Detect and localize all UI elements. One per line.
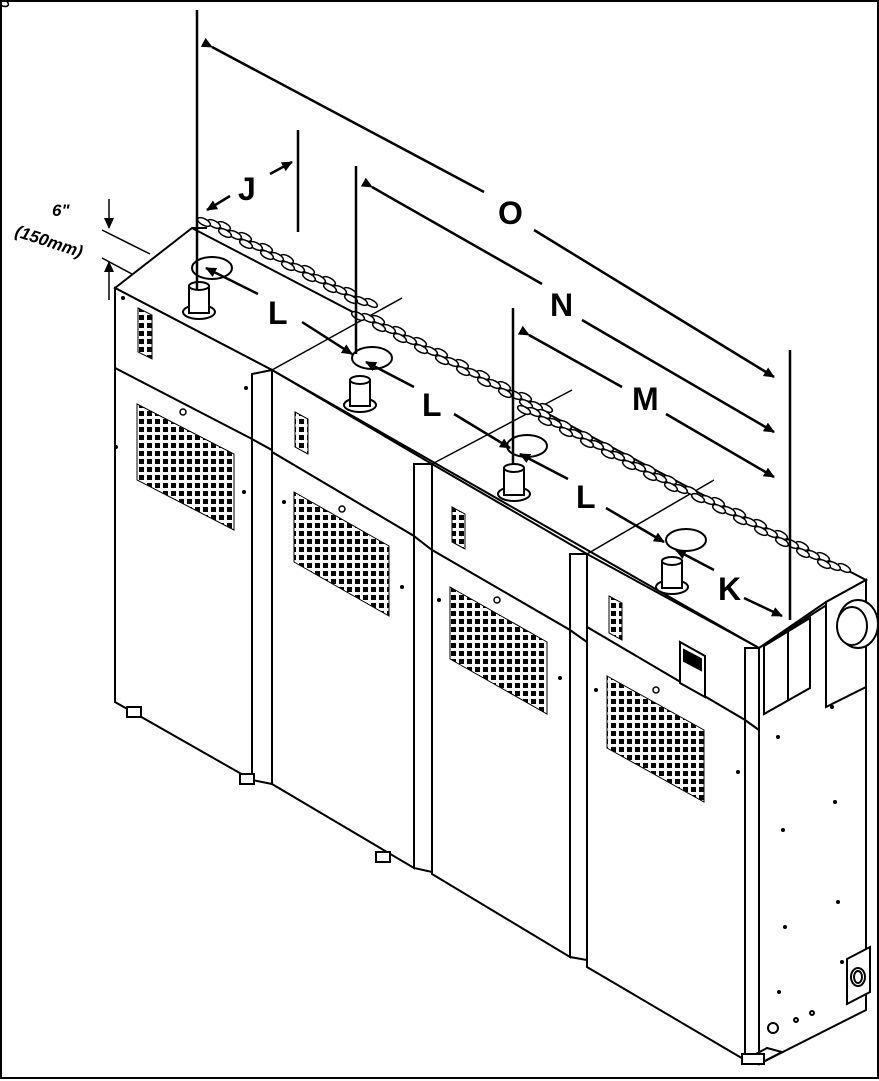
vent-slot <box>516 404 532 416</box>
flue-outlet-3 <box>497 434 548 502</box>
label-J: J <box>238 171 256 207</box>
vent-slot <box>413 343 429 355</box>
module-2-louvers <box>293 411 390 617</box>
flue-outlet-2 <box>343 346 393 413</box>
top-vent-slots <box>2 2 10 8</box>
vent-slot <box>301 271 317 283</box>
vent-slot <box>455 365 471 377</box>
vent-slot <box>217 227 233 239</box>
module-4-louvers <box>606 595 705 803</box>
label-L-2: L <box>422 387 442 423</box>
label-O: O <box>498 195 523 231</box>
vent-slot <box>238 238 254 250</box>
label-N: N <box>550 287 573 323</box>
flue-outlet-4 <box>655 528 707 595</box>
vent-slot <box>371 321 387 333</box>
vent-slot <box>558 426 574 438</box>
label-M: M <box>632 381 659 417</box>
vent-slot <box>259 249 275 261</box>
vent-slot <box>392 332 408 344</box>
vent-slot <box>774 536 790 548</box>
vent-slot <box>537 415 553 427</box>
module-3-louvers <box>449 506 548 715</box>
vent-slot <box>732 514 748 526</box>
side-panel-fasteners <box>114 296 844 994</box>
label-L-1: L <box>268 295 288 331</box>
vent-slot <box>322 282 338 294</box>
side-connection-box <box>767 945 871 1034</box>
vent-slot <box>434 354 450 366</box>
label-clearance-mm: (150mm) <box>13 222 86 262</box>
vent-slot-array <box>196 216 852 574</box>
vent-slot <box>753 525 769 537</box>
control-display-panel <box>679 640 706 699</box>
vent-slot <box>579 437 595 449</box>
vent-slot <box>621 459 637 471</box>
label-clearance-in: 6" <box>52 201 70 220</box>
vent-slot <box>476 376 492 388</box>
boiler-module-1 <box>114 286 273 786</box>
vent-slot <box>690 492 706 504</box>
vent-slot <box>497 387 513 399</box>
vent-slot <box>663 481 679 493</box>
side-air-inlet <box>836 599 879 649</box>
vent-slot <box>280 260 296 272</box>
vent-slot <box>711 503 727 515</box>
label-L-3: L <box>576 479 596 515</box>
vent-slot <box>795 547 811 559</box>
vent-slot <box>816 558 832 570</box>
dimension-lines <box>101 10 792 620</box>
module-1-louvers <box>136 307 235 531</box>
vent-slot <box>196 216 212 228</box>
vent-slot <box>642 470 658 482</box>
label-K: K <box>718 571 741 607</box>
vent-slot <box>600 448 616 460</box>
